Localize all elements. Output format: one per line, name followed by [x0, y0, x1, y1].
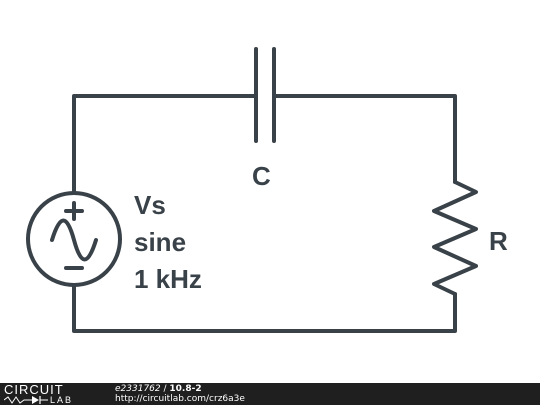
wire-top-right	[272, 94, 457, 184]
source-name-label: Vs	[134, 190, 166, 220]
wire-left-top	[72, 94, 258, 195]
voltage-source-symbol	[26, 191, 122, 287]
wires	[72, 94, 457, 333]
capacitor-label: C	[252, 161, 271, 191]
circuitlab-logo[interactable]: CIRCUIT LAB	[4, 383, 104, 405]
capacitor-symbol	[254, 47, 276, 143]
source-frequency-label: 1 kHz	[134, 264, 202, 294]
meta-separator: /	[160, 384, 170, 394]
circuit-schematic: Vs sine 1 kHz C R	[26, 47, 508, 333]
logo-wordmark-bottom: LAB	[50, 395, 74, 405]
footer-bar: CIRCUIT LAB e2331762 / 10.8-2 http://cir…	[0, 383, 540, 405]
circuit-id: e2331762	[115, 384, 161, 394]
resistor-label: R	[489, 226, 508, 256]
logo-wordmark-top: CIRCUIT	[4, 382, 64, 397]
resistor-symbol	[432, 180, 478, 296]
circuit-url-link[interactable]: http://circuitlab.com/crz6a3e	[115, 394, 245, 404]
sine-wave-icon	[50, 218, 98, 262]
circuit-title: 10.8-2	[169, 384, 202, 394]
source-type-label: sine	[134, 227, 186, 257]
circuit-meta: e2331762 / 10.8-2	[115, 384, 202, 394]
wire-bottom	[72, 283, 457, 333]
diode-icon	[4, 396, 48, 404]
